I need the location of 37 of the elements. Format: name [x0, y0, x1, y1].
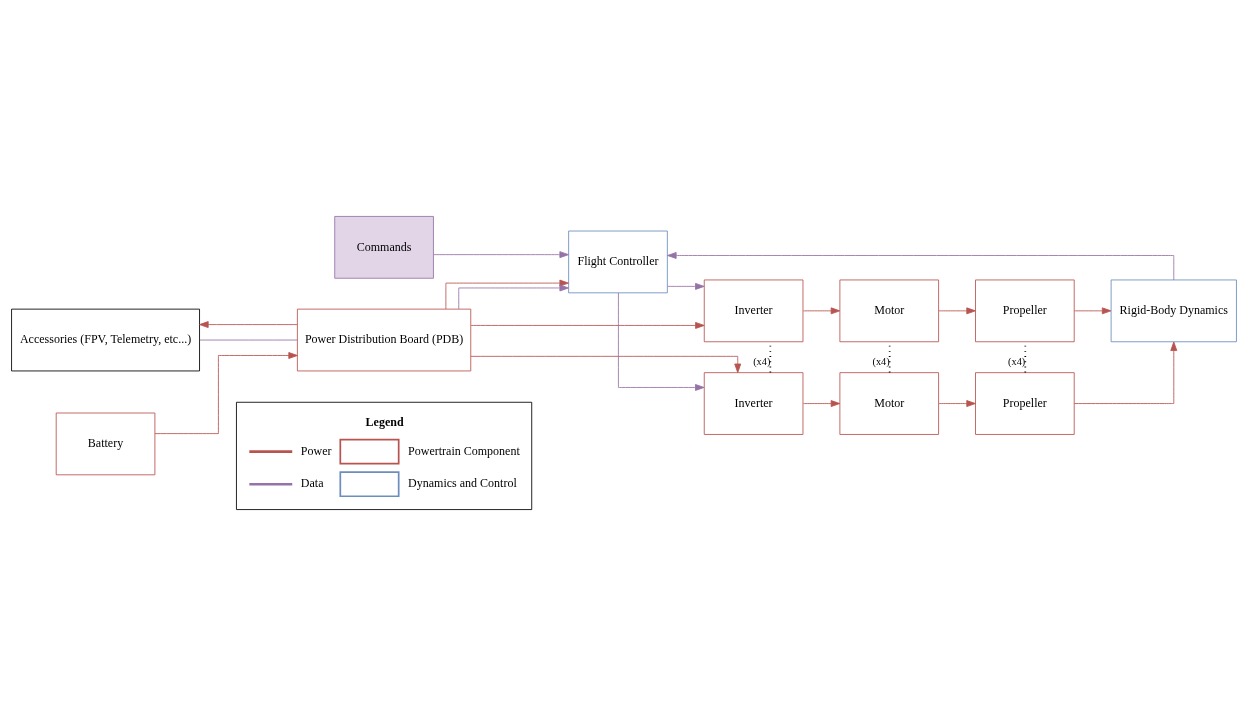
arrow: [470, 355, 742, 374]
edge-label: (x4): [872, 356, 890, 368]
legend-label: Power: [300, 443, 332, 458]
legend-label: Powertrain Component: [408, 443, 520, 458]
connector: [199, 339, 298, 341]
label: Legend: [365, 415, 404, 430]
arrow: [667, 282, 705, 290]
arrow: [938, 307, 976, 315]
arrow: [199, 321, 298, 328]
arrow: [1074, 341, 1178, 404]
node-box: Battery: [55, 412, 156, 476]
node-box: Motor: [839, 372, 939, 435]
edge-label: (x4): [1008, 356, 1026, 368]
arrow: [445, 279, 569, 310]
node-box: Accessories (FPV, Telemetry, etc...): [11, 308, 200, 372]
node-box: Rigid-Body Dynamics: [1110, 279, 1237, 343]
node-box: Inverter: [703, 372, 804, 435]
legend-label: Data: [300, 476, 324, 491]
arrow: [458, 284, 569, 310]
arrow: [618, 292, 705, 391]
arrow: [938, 400, 976, 407]
node-box: Commands: [334, 216, 434, 279]
arrow: [1074, 307, 1112, 315]
arrow: [667, 252, 1175, 281]
arrow: [802, 307, 841, 315]
arrow: [433, 251, 569, 259]
node-box: Flight Controller: [568, 230, 668, 294]
node-box: Propeller: [975, 372, 1075, 435]
node-box: Inverter: [703, 279, 804, 343]
node-box: Propeller: [975, 279, 1075, 343]
node-box: Power Distribution Board (PDB): [296, 308, 472, 372]
legend-label: Dynamics and Control: [408, 476, 517, 491]
node-box: Motor: [839, 279, 939, 343]
edge-label: (x4): [753, 356, 771, 368]
arrow: [802, 400, 841, 407]
arrow: [154, 352, 298, 435]
arrow: [470, 322, 705, 329]
